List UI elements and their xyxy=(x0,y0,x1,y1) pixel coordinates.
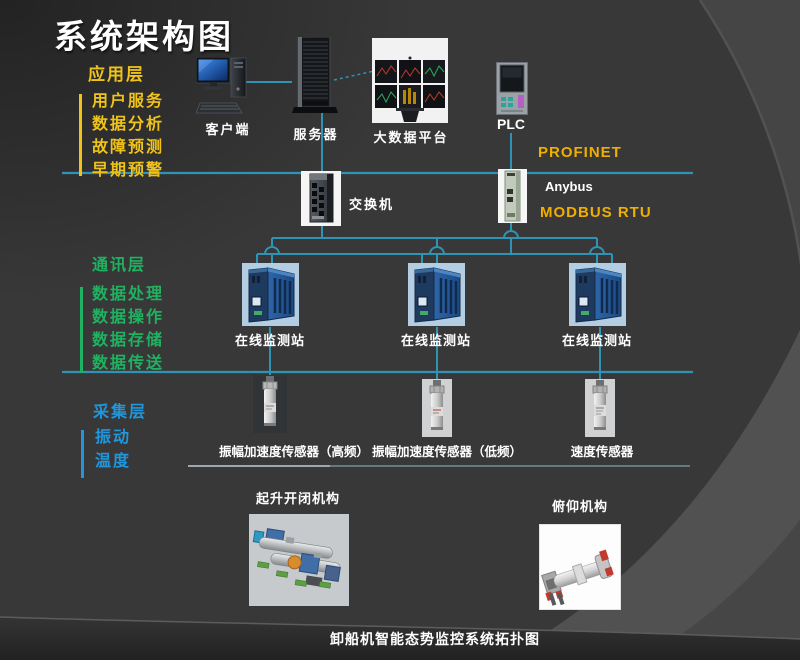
app-function: 故障预测 xyxy=(92,139,165,156)
wire-busA-station3 xyxy=(589,238,605,264)
monitoring-station-icon xyxy=(242,263,299,326)
profinet-label: PROFINET xyxy=(538,144,622,161)
client-computer-icon xyxy=(196,57,247,114)
app-layer-functions: 用户服务 数据分析 故障预测 早期预警 xyxy=(92,90,164,182)
wire-busA-station2 xyxy=(429,238,445,264)
monitoring-station-icon xyxy=(408,263,465,326)
page-title: 系统架构图 xyxy=(54,18,234,55)
acceleration-sensor-icon xyxy=(253,375,287,433)
station-label: 在线监测站 xyxy=(561,333,633,348)
pitching-mechanism-image xyxy=(539,524,621,610)
app-function: 用户服务 xyxy=(92,93,165,110)
wire-anybus-drop xyxy=(503,223,519,254)
comm-function: 数据处理 xyxy=(92,286,165,303)
mechanism-label: 俯仰机构 xyxy=(551,499,609,514)
bigdata-videowall-icon xyxy=(372,38,448,123)
sensor-label: 速度传感器 xyxy=(570,445,634,459)
slide-caption: 卸船机智能态势监控系统拓扑图 xyxy=(330,631,540,647)
comm-layer-functions: 数据处理 数据操作 数据存储 数据传送 xyxy=(92,283,164,375)
comm-layer-bar xyxy=(80,287,83,373)
comm-function: 数据操作 xyxy=(92,309,165,326)
plc-device-icon xyxy=(496,62,528,115)
sensor-label: 振幅加速度传感器（低频） xyxy=(371,445,523,459)
acq-function: 振动 xyxy=(95,429,132,446)
client-label: 客户端 xyxy=(205,122,251,137)
anybus-label: Anybus xyxy=(545,179,593,194)
comm-function: 数据存储 xyxy=(92,332,165,349)
app-function: 数据分析 xyxy=(92,116,165,133)
switch-label: 交换机 xyxy=(349,197,395,212)
plc-label: PLC xyxy=(497,116,525,132)
anybus-gateway-icon xyxy=(498,169,527,223)
comm-layer-title: 通讯层 xyxy=(92,257,147,274)
acq-layer-bar xyxy=(81,430,84,478)
app-function: 早期预警 xyxy=(92,162,165,179)
acq-layer-title: 采集层 xyxy=(93,404,148,421)
comm-function: 数据传送 xyxy=(92,355,165,372)
wire-server-bigdata-dotted xyxy=(333,70,375,81)
bigdata-label: 大数据平台 xyxy=(373,130,449,145)
station-label: 在线监测站 xyxy=(234,333,306,348)
station-label: 在线监测站 xyxy=(400,333,472,348)
server-label: 服务器 xyxy=(293,127,339,142)
mechanism-label: 起升开闭机构 xyxy=(255,491,341,506)
velocity-sensor-icon xyxy=(585,379,615,437)
hoisting-mechanism-image xyxy=(249,514,349,606)
app-layer-title: 应用层 xyxy=(88,65,145,84)
acceleration-sensor-icon xyxy=(422,379,452,437)
server-rack-icon xyxy=(292,37,338,113)
app-layer-bar xyxy=(79,94,82,176)
acq-function: 温度 xyxy=(95,453,132,470)
wire-busA-station1 xyxy=(264,238,280,264)
acq-layer-functions: 振动 温度 xyxy=(95,426,131,474)
modbus-rtu-label: MODBUS RTU xyxy=(540,204,652,221)
ethernet-switch-icon xyxy=(301,171,341,226)
sensor-label: 振幅加速度传感器（高频） xyxy=(218,445,370,459)
monitoring-station-icon xyxy=(569,263,626,326)
